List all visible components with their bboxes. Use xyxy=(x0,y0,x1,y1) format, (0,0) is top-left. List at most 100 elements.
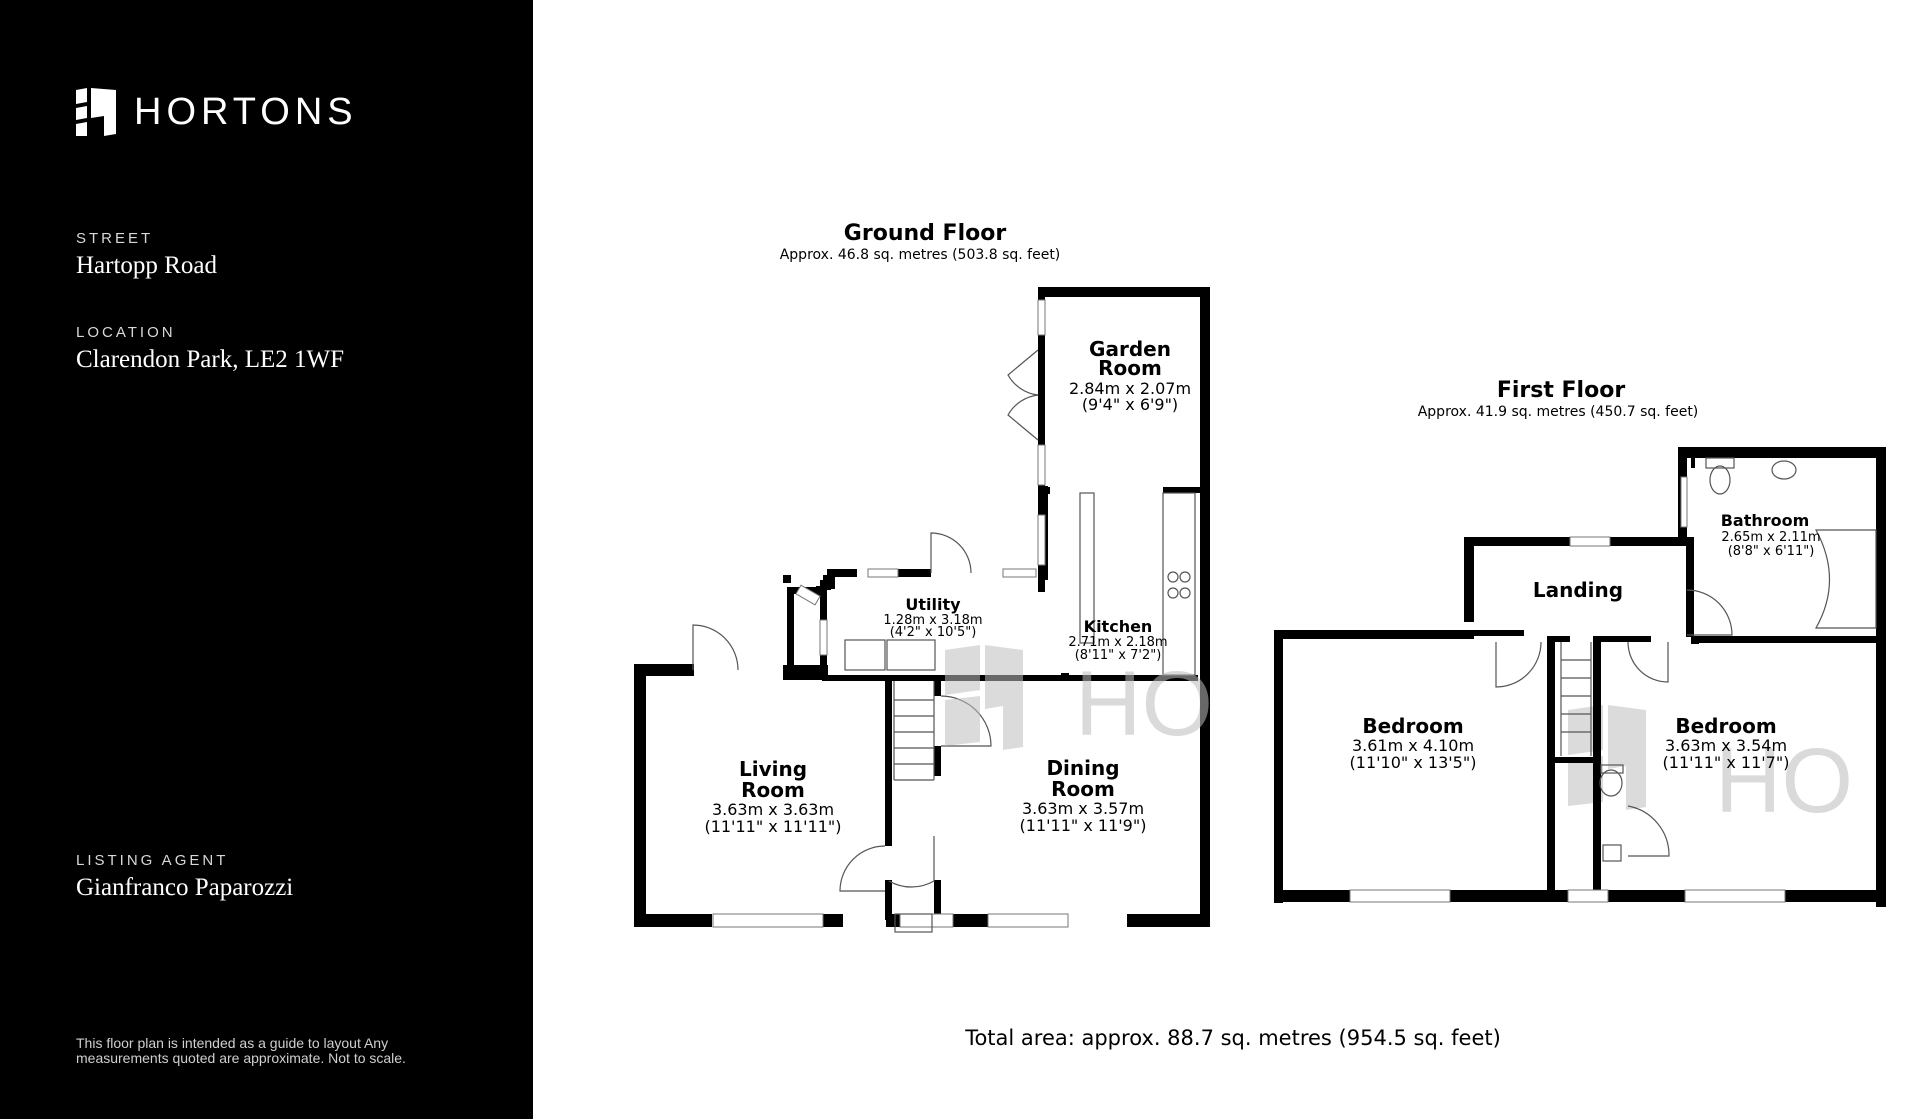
dining-room-imperial: (11'11" x 11'9") xyxy=(1020,816,1147,835)
door-arc xyxy=(1495,641,1542,688)
bedroom-2-metric: 3.63m x 3.54m xyxy=(1665,736,1787,755)
door-arc xyxy=(1007,394,1039,441)
living-room-name-2: Room xyxy=(741,778,805,802)
window xyxy=(987,913,1069,928)
window xyxy=(1349,889,1451,903)
window xyxy=(1569,536,1611,547)
window xyxy=(795,584,821,606)
door-arc xyxy=(839,845,886,892)
kitchen-counter xyxy=(1079,492,1095,644)
first-floor-windows xyxy=(1349,476,1786,903)
bedroom-2-name: Bedroom xyxy=(1675,714,1776,738)
window xyxy=(1037,299,1046,336)
bedroom-1-metric: 3.61m x 4.10m xyxy=(1352,736,1474,755)
floor-plan: Ground Floor Approx. 46.8 sq. metres (50… xyxy=(533,0,1920,1119)
dining-room-name-1: Dining xyxy=(1046,756,1119,780)
brand-name: HORTONS xyxy=(134,90,358,133)
door-arc xyxy=(888,836,935,888)
door-arc xyxy=(1627,641,1669,683)
utility-name: Utility xyxy=(905,595,961,614)
floor-plan-drawing: Ground Floor Approx. 46.8 sq. metres (50… xyxy=(634,221,1886,1050)
watermark-logo-icon xyxy=(1568,705,1646,810)
ground-floor-title: Ground Floor xyxy=(844,221,1007,246)
disclaimer-line-1: This floor plan is intended as a guide t… xyxy=(76,1035,389,1051)
watermark-text: HO xyxy=(1715,730,1853,832)
bathroom-metric: 2.65m x 2.11m xyxy=(1721,530,1820,545)
window xyxy=(1037,444,1046,486)
front-step xyxy=(894,913,933,933)
staircase xyxy=(1560,642,1592,756)
location-label: LOCATION xyxy=(76,324,176,341)
hob-ring xyxy=(1167,587,1179,599)
window xyxy=(1037,514,1046,566)
door-arc xyxy=(1627,805,1670,857)
agent-value: Gianfranco Paparozzi xyxy=(76,874,294,901)
basin xyxy=(1771,460,1797,480)
bath xyxy=(1814,529,1877,629)
total-area: Total area: approx. 88.7 sq. metres (954… xyxy=(964,1026,1501,1050)
garden-room-imperial: (9'4" x 6'9") xyxy=(1082,395,1178,414)
ground-floor-area: Approx. 46.8 sq. metres (503.8 sq. feet) xyxy=(780,247,1061,263)
window xyxy=(1002,568,1037,578)
ground-floor-windows xyxy=(712,299,1069,928)
ground-floor-labels: Garden Room 2.84m x 2.07m (9'4" x 6'9") … xyxy=(704,337,1191,836)
location-value: Clarendon Park, LE2 1WF xyxy=(76,346,345,373)
window xyxy=(1567,889,1609,903)
bathroom-imperial: (8'8" x 6'11") xyxy=(1728,544,1815,559)
kitchen-imperial: (8'11" x 7'2") xyxy=(1075,648,1162,663)
landing-name: Landing xyxy=(1533,578,1623,602)
kitchen-counter xyxy=(1162,492,1196,676)
bathroom-name: Bathroom xyxy=(1721,511,1810,530)
watermark-text: HO xyxy=(1075,653,1213,755)
utility-imperial: (4'2" x 10'5") xyxy=(890,625,977,640)
basin xyxy=(1602,844,1622,862)
window xyxy=(867,568,899,578)
window xyxy=(1684,889,1786,903)
hob-ring xyxy=(1179,571,1191,583)
sidebar: HORTONS STREET Hartopp Road LOCATION Cla… xyxy=(0,0,533,1119)
watermarks: HO HO xyxy=(945,645,1853,832)
watermark-logo-icon xyxy=(945,645,1023,750)
window xyxy=(899,913,954,928)
first-floor-title: First Floor xyxy=(1497,378,1625,403)
window xyxy=(819,619,828,656)
door-arc xyxy=(930,532,972,574)
dining-room-name-2: Room xyxy=(1051,777,1115,801)
disclaimer-line-2: measurements quoted are approximate. Not… xyxy=(76,1050,406,1066)
toilet xyxy=(1709,465,1731,495)
bedroom-1-name: Bedroom xyxy=(1362,714,1463,738)
utility-sink xyxy=(844,639,886,671)
bedroom-1-imperial: (11'10" x 13'5") xyxy=(1350,753,1477,772)
living-room-imperial: (11'11" x 11'11") xyxy=(704,817,841,836)
cistern xyxy=(1705,457,1735,469)
kitchen-name: Kitchen xyxy=(1084,617,1153,636)
disclaimer: This floor plan is intended as a guide t… xyxy=(76,1036,456,1066)
first-floor-doors xyxy=(1495,457,1877,862)
cistern xyxy=(1600,764,1624,774)
dining-room-metric: 3.63m x 3.57m xyxy=(1022,799,1144,818)
brand-logo[interactable]: HORTONS xyxy=(76,88,358,136)
door-arc xyxy=(1007,349,1039,396)
toilet xyxy=(1599,769,1623,797)
garden-room-metric: 2.84m x 2.07m xyxy=(1069,379,1191,398)
door-arc xyxy=(692,624,739,671)
hob-ring xyxy=(1179,587,1191,599)
utility-metric: 1.28m x 3.18m xyxy=(883,613,982,628)
staircase xyxy=(893,681,935,781)
ground-floor: Ground Floor Approx. 46.8 sq. metres (50… xyxy=(634,221,1210,933)
living-room-metric: 3.63m x 3.63m xyxy=(712,800,834,819)
hob-ring xyxy=(1167,571,1179,583)
utility-counter xyxy=(886,639,936,671)
garden-room-name-1: Garden xyxy=(1089,337,1171,361)
window xyxy=(1680,476,1688,528)
living-room-name-1: Living xyxy=(739,757,807,781)
street-label: STREET xyxy=(76,230,154,247)
first-floor-area: Approx. 41.9 sq. metres (450.7 sq. feet) xyxy=(1418,404,1699,420)
first-floor: First Floor Approx. 41.9 sq. metres (450… xyxy=(1274,378,1886,907)
bedroom-2-imperial: (11'11" x 11'7") xyxy=(1663,753,1790,772)
hortons-logo-icon xyxy=(76,88,116,136)
door-arc xyxy=(1686,589,1733,636)
agent-label: LISTING AGENT xyxy=(76,852,229,869)
street-value: Hartopp Road xyxy=(76,252,217,279)
window xyxy=(712,913,824,928)
